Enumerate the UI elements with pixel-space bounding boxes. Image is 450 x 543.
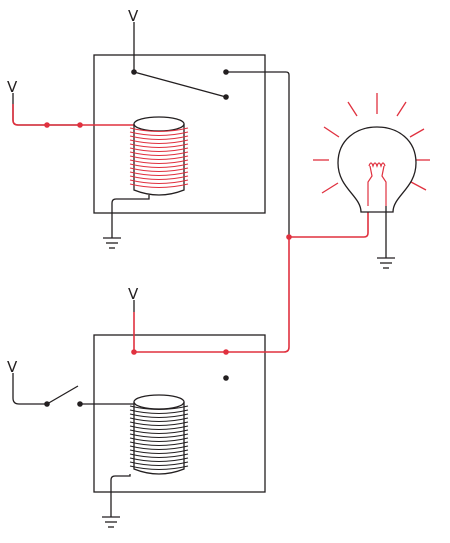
relay-1-coil <box>129 116 189 196</box>
relay-1-housing <box>93 54 266 214</box>
relay-1-coil-supply-label: V <box>7 78 18 96</box>
lamp-feed-wire <box>289 205 369 238</box>
relay-1-nc-contact <box>223 94 229 100</box>
coil-winding <box>129 437 189 443</box>
relay-2-housing <box>93 334 266 493</box>
coil-winding <box>129 457 189 463</box>
relay-1-coil-supply-wire <box>12 93 80 126</box>
lamp-filament <box>367 162 387 206</box>
coil-winding <box>129 433 189 439</box>
relay-1-armature <box>133 71 227 98</box>
relay-1-ground-wire <box>111 195 150 238</box>
coil-winding <box>129 143 189 149</box>
relay-1-coil-switch-contact-a <box>44 122 50 128</box>
relay-1-output-wire <box>226 71 290 237</box>
coil-winding <box>129 445 189 451</box>
coil-winding <box>129 175 189 181</box>
relay-1-ground-symbol <box>103 237 121 249</box>
light-bulb-icon <box>313 93 430 213</box>
coil-winding <box>129 429 189 435</box>
coil-winding <box>129 413 189 419</box>
coil-winding <box>129 183 189 189</box>
coil-winding <box>129 425 189 431</box>
relay-2-no-contact <box>223 375 229 381</box>
relay-2: V V <box>7 237 290 528</box>
relay-2-output-wire-live <box>226 237 290 353</box>
relay-1: V V <box>7 7 290 249</box>
coil-winding <box>129 167 189 173</box>
input-switch-lever <box>46 385 79 405</box>
coil-winding <box>129 151 189 157</box>
coil-winding <box>129 465 189 471</box>
coil-winding <box>129 417 189 423</box>
coil-winding <box>129 421 189 427</box>
coil-winding <box>129 461 189 467</box>
relay-2-ground-wire <box>110 474 131 517</box>
relay-2-armature-live <box>133 312 226 353</box>
coil-winding <box>129 405 189 411</box>
coil-winding <box>129 127 189 133</box>
relay-1-coil-switch-contact-b <box>77 122 83 128</box>
coil-winding <box>129 147 189 153</box>
coil-winding <box>129 179 189 185</box>
coil-winding <box>129 449 189 455</box>
relay-2-ground-symbol <box>102 516 120 528</box>
relay-2-coil-supply-label: V <box>7 358 18 376</box>
relay-2-coil <box>129 394 189 475</box>
coil-winding <box>129 155 189 161</box>
lamp-glow-rays <box>313 93 430 194</box>
coil-winding <box>129 139 189 145</box>
coil-winding <box>129 131 189 137</box>
coil-winding <box>129 453 189 459</box>
coil-winding <box>129 163 189 169</box>
lamp-glass <box>337 126 417 213</box>
coil-winding <box>129 171 189 177</box>
relay-2-pivot-contact <box>131 349 137 355</box>
relay-1-coil-supply-wire-live <box>12 104 134 126</box>
relay-1-supply-label: V <box>128 7 139 25</box>
coil-winding <box>129 135 189 141</box>
coil-winding <box>129 409 189 415</box>
coil-winding <box>129 159 189 165</box>
relay-2-supply-label: V <box>128 285 139 303</box>
lamp-ground-symbol <box>377 257 395 269</box>
coil-winding <box>129 441 189 447</box>
relay-2-coil-supply-wire <box>12 373 47 405</box>
